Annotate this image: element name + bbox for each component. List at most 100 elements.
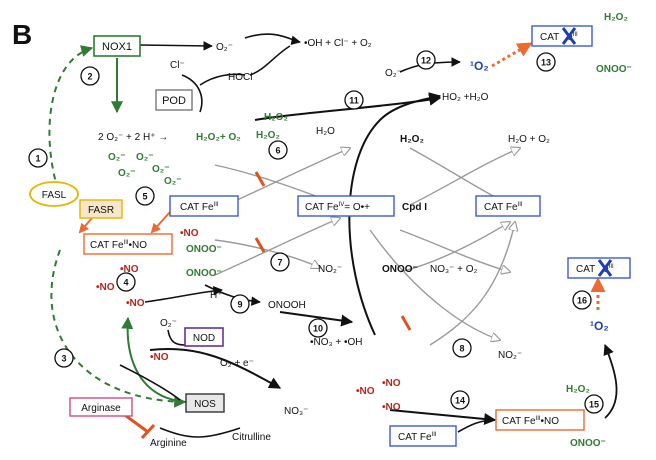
inhibition-arginase-bar [140, 423, 156, 440]
step-number-16: 16 [577, 296, 587, 306]
step-number-10: 10 [313, 324, 323, 334]
superoxide-mid: O₂⁻ [385, 68, 402, 79]
species-labels: O₂⁻ •OH + Cl⁻ + O₂ HOCl Cl⁻ ¹O₂ H₂O₂ ONO… [96, 12, 632, 449]
nitrite-b: NO₂⁻ [498, 350, 522, 361]
h2o2-green-b: H₂O₂ [256, 130, 280, 141]
cat-fe3-right-box[interactable]: CAT FeIII [475, 195, 541, 217]
superoxide-cluster-4: O₂⁻ [118, 168, 136, 179]
cat-fe3-no-bottom-sup: III [536, 416, 541, 422]
inhibition-bar-step7 [254, 237, 266, 253]
cat-top-cross-icon [561, 27, 577, 45]
hydroxyl-to-ho2-curve-arrow [348, 92, 442, 336]
superoxide-cluster-3: O₂⁻ [152, 164, 170, 175]
step-number-12: 12 [421, 56, 431, 66]
cat-fe3-bottom-box[interactable]: CAT FeIII [389, 425, 457, 447]
nitrate-oxygen: NO₃⁻ + O₂ [430, 264, 478, 275]
fasl-ellipse[interactable]: FASL [29, 181, 79, 207]
step-circle-9 [230, 294, 250, 314]
step14-arrow [389, 409, 497, 425]
step8-curve-b [429, 222, 515, 346]
cat-right-cross-icon [597, 259, 613, 277]
step-circle-7 [270, 252, 290, 272]
svg-text:CAT FeIII: CAT FeIII [484, 202, 523, 213]
onoo-bottom-right: ONOO⁻ [570, 438, 606, 449]
cat-fe3-bottom-label: CAT Fe [398, 432, 432, 443]
nitric-oxide-g: •NO [382, 402, 401, 413]
mid-cycle-b [399, 222, 510, 273]
step-circle-14 [450, 390, 470, 410]
step-circle-2 [80, 66, 100, 86]
step-marker-14: 14 [450, 390, 470, 410]
nitric-oxide-a: •NO [180, 228, 199, 239]
cat-fe3-left-sup: III [214, 202, 219, 208]
nod-box[interactable]: NOD [184, 327, 224, 347]
step-marker-8: 8 [452, 338, 472, 358]
step-number-7: 7 [277, 258, 282, 268]
step-marker-7: 7 [270, 252, 290, 272]
step-circle-12 [416, 50, 436, 70]
cat-fe3-no-bottom-box[interactable]: CAT FeIII•NO [495, 409, 585, 431]
nod-label: NOD [193, 333, 215, 344]
peroxynitrite-b: ONOO⁻ [186, 268, 222, 279]
cat-fe3-left-box[interactable]: CAT FeIII [169, 195, 239, 217]
cat-fe4-box[interactable]: CAT FeIV= O•+ [297, 195, 395, 217]
step-marker-3: 3 [54, 348, 74, 368]
step7-curve-b [214, 239, 320, 268]
nos-curve [119, 364, 181, 401]
dismutation-reaction: 2 O₂⁻ + 2 H⁺ → [98, 132, 168, 143]
pod-curve [181, 73, 246, 113]
step-marker-16: 16 [572, 290, 592, 310]
nitrate-radical-hydroxyl: •NO₃ + •OH [310, 337, 362, 348]
h2o2-bottom-right: H₂O₂ [566, 384, 590, 395]
step-number-9: 9 [237, 300, 242, 310]
arginine-label: Arginine [150, 438, 187, 449]
cat-fe3-no-left-no: •NO [129, 240, 148, 251]
cat-right-box[interactable]: CATeIII [567, 257, 631, 279]
step-marker-2: 2 [80, 66, 100, 86]
nitric-oxide-d: •NO [126, 298, 145, 309]
step-number-13: 13 [541, 58, 551, 68]
svg-text:CAT FeIII•NO: CAT FeIII•NO [502, 416, 559, 427]
step-circle-15 [584, 394, 604, 414]
inhibition-bar-step6 [254, 171, 266, 187]
step-marker-6: 6 [268, 140, 288, 160]
step-marker-15: 15 [584, 394, 604, 414]
cat-fe3-no-left-label: CAT Fe [90, 240, 124, 251]
pod-box[interactable]: POD [155, 89, 193, 111]
step-number-2: 2 [87, 72, 92, 82]
cat-top-box[interactable]: CATeIII [531, 25, 593, 47]
step-circle-8 [452, 338, 472, 358]
h2o-product-a: H₂O [316, 126, 335, 137]
arginase-box[interactable]: Arginase [69, 397, 133, 417]
nitrate-bottom: NO₃⁻ [284, 406, 308, 417]
nitric-oxide-e: •NO [382, 378, 401, 389]
step10-arrow [279, 311, 354, 327]
step-marker-1: 1 [28, 148, 48, 168]
step15-curve-arrow [603, 343, 618, 419]
step-number-14: 14 [455, 396, 465, 406]
step-circle-6 [268, 140, 288, 160]
cat-right-label: CAT [576, 264, 595, 275]
superoxide-nod: O₂⁻ [160, 318, 177, 329]
proton-label: H⁺ [210, 290, 223, 301]
cat-fe3-no-left-box[interactable]: CAT FeIII•NO [83, 233, 173, 255]
step-circle-3 [54, 348, 74, 368]
citrulline-label: Citrulline [232, 432, 271, 443]
superoxide-to-hydroxyl-arrow [244, 33, 301, 46]
h2o2-black: H₂O₂ [400, 134, 424, 145]
oxygen-electron: O₂ + e⁻ [220, 358, 254, 369]
superoxide-top: O₂⁻ [216, 42, 233, 53]
step-number-1: 1 [35, 154, 40, 164]
fasr-box[interactable]: FASR [79, 199, 123, 219]
step-marker-13: 13 [536, 52, 556, 72]
nox1-box[interactable]: NOX1 [93, 35, 141, 57]
cat-fe3-no-bottom-no: •NO [541, 416, 560, 427]
fasl-label: FASL [42, 190, 67, 201]
singlet-oxygen-top: ¹O₂ [470, 59, 489, 73]
panel-label: B [12, 19, 32, 50]
pod-label: POD [162, 95, 186, 107]
step-marker-4: 4 [116, 272, 136, 292]
nos-box[interactable]: NOS [185, 393, 225, 413]
step-marker-11: 11 [344, 90, 364, 110]
